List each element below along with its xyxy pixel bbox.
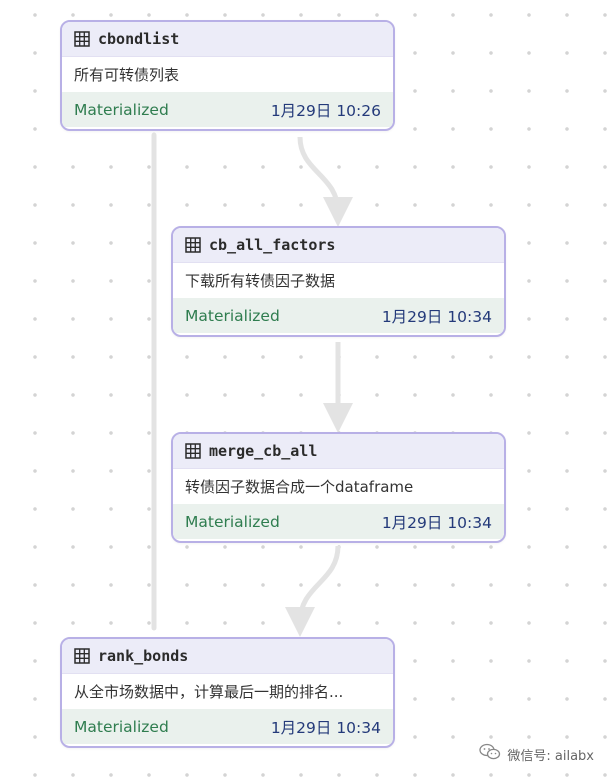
- table-icon: [185, 237, 201, 253]
- node-title: merge_cb_all: [209, 442, 318, 460]
- node-title: cb_all_factors: [209, 236, 336, 254]
- node-description: 转债因子数据合成一个dataframe: [173, 469, 504, 504]
- status-label: Materialized: [185, 512, 280, 531]
- node-header: merge_cb_all: [173, 434, 504, 469]
- wechat-icon: [479, 743, 501, 765]
- node-footer: Materialized 1月29日 10:34: [173, 298, 504, 333]
- watermark: 微信号: ailabx: [479, 743, 594, 765]
- table-icon: [74, 648, 90, 664]
- node-title: cbondlist: [98, 30, 180, 48]
- node-footer: Materialized 1月29日 10:34: [173, 504, 504, 539]
- node-header: rank_bonds: [62, 639, 393, 674]
- materialized-time: 1月29日 10:34: [381, 513, 492, 532]
- edge-merge-cb-all-to-rank-bonds: [285, 545, 341, 637]
- node-description: 所有可转债列表: [62, 57, 393, 92]
- status-label: Materialized: [74, 100, 169, 119]
- materialized-time: 1月29日 10:34: [270, 718, 381, 737]
- status-label: Materialized: [74, 717, 169, 736]
- edge-cbondlist-to-cb-all-factors: [297, 136, 353, 227]
- node-header: cbondlist: [62, 22, 393, 57]
- status-label: Materialized: [185, 306, 280, 325]
- watermark-text: 微信号: ailabx: [507, 748, 594, 764]
- node-footer: Materialized 1月29日 10:34: [62, 709, 393, 744]
- materialized-time: 1月29日 10:26: [270, 101, 381, 120]
- node-description: 从全市场数据中，计算最后一期的排名...: [62, 674, 393, 709]
- node-merge-cb-all[interactable]: merge_cb_all 转债因子数据合成一个dataframe Materia…: [171, 432, 506, 543]
- node-cb-all-factors[interactable]: cb_all_factors 下载所有转债因子数据 Materialized 1…: [171, 226, 506, 337]
- node-description: 下载所有转债因子数据: [173, 263, 504, 298]
- node-footer: Materialized 1月29日 10:26: [62, 92, 393, 127]
- materialized-time: 1月29日 10:34: [381, 307, 492, 326]
- node-rank-bonds[interactable]: rank_bonds 从全市场数据中，计算最后一期的排名... Material…: [60, 637, 395, 748]
- table-icon: [185, 443, 201, 459]
- node-header: cb_all_factors: [173, 228, 504, 263]
- table-icon: [74, 31, 90, 47]
- node-cbondlist[interactable]: cbondlist 所有可转债列表 Materialized 1月29日 10:…: [60, 20, 395, 131]
- node-title: rank_bonds: [98, 647, 189, 665]
